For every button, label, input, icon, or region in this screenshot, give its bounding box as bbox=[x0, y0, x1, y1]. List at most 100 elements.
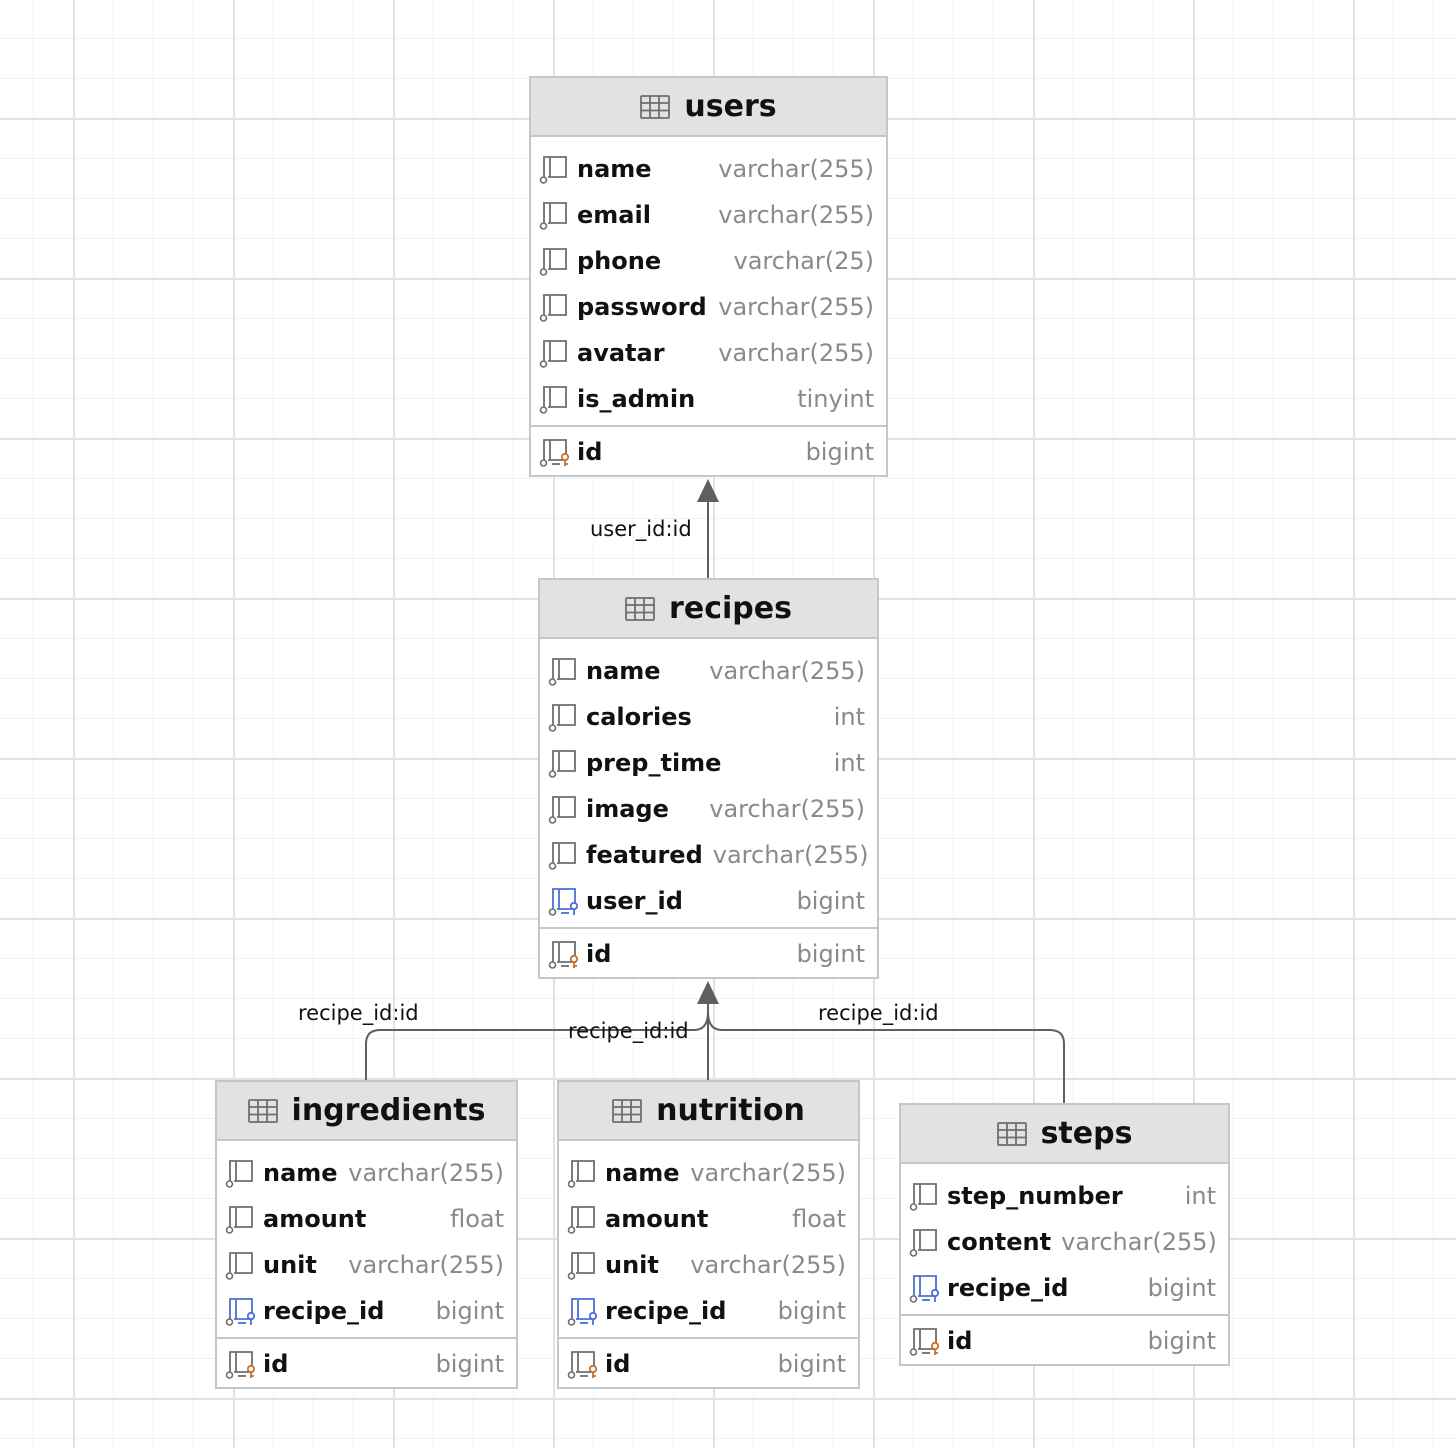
column-type: int bbox=[833, 749, 865, 777]
entity-title: users bbox=[684, 89, 777, 124]
column-icon bbox=[548, 701, 580, 733]
column-icon bbox=[548, 747, 580, 779]
table-icon bbox=[996, 1121, 1027, 1146]
column-type: varchar(255) bbox=[348, 1251, 504, 1279]
column-type: varchar(255) bbox=[690, 1159, 846, 1187]
column-type: float bbox=[450, 1205, 504, 1233]
column-name: calories bbox=[586, 703, 692, 731]
primary-key-icon bbox=[539, 436, 571, 468]
column-name: avatar bbox=[577, 339, 665, 367]
column-type: bigint bbox=[796, 940, 865, 968]
column-type: float bbox=[792, 1205, 846, 1233]
entity-title: recipes bbox=[669, 591, 792, 626]
relationship-label-user-id: user_id:id bbox=[590, 517, 692, 541]
column-name: id bbox=[605, 1350, 631, 1378]
column-type: varchar(255) bbox=[348, 1159, 504, 1187]
column-name: is_admin bbox=[577, 385, 696, 413]
recipes-column-featured[interactable]: featured varchar(255) bbox=[540, 832, 877, 878]
column-icon bbox=[548, 655, 580, 687]
column-icon bbox=[539, 245, 571, 277]
table-icon bbox=[612, 1098, 643, 1123]
column-icon bbox=[225, 1157, 257, 1189]
column-name: recipe_id bbox=[605, 1297, 727, 1325]
entity-header[interactable]: recipes bbox=[540, 580, 877, 639]
column-name: email bbox=[577, 201, 651, 229]
connector-ingredients-recipes[interactable] bbox=[365, 1011, 709, 1080]
entity-title: nutrition bbox=[656, 1093, 805, 1128]
steps-column-recipe-id[interactable]: recipe_id bigint bbox=[901, 1265, 1228, 1311]
column-icon bbox=[567, 1157, 599, 1189]
users-column-avatar[interactable]: avatar varchar(255) bbox=[531, 330, 886, 376]
column-type: bigint bbox=[435, 1350, 504, 1378]
column-name: unit bbox=[605, 1251, 659, 1279]
column-icon bbox=[539, 383, 571, 415]
arrowhead-recipes bbox=[697, 981, 719, 1004]
column-name: name bbox=[586, 657, 661, 685]
ingredients-primary-key-id[interactable]: id bigint bbox=[217, 1341, 516, 1387]
column-name: featured bbox=[586, 841, 703, 869]
column-type: int bbox=[1184, 1182, 1216, 1210]
foreign-key-icon bbox=[548, 885, 580, 917]
entity-header[interactable]: nutrition bbox=[559, 1082, 858, 1141]
column-type: bigint bbox=[805, 438, 874, 466]
column-icon bbox=[539, 337, 571, 369]
column-type: bigint bbox=[1147, 1274, 1216, 1302]
relationship-label-steps: recipe_id:id bbox=[818, 1001, 939, 1025]
column-icon bbox=[909, 1226, 941, 1258]
primary-key-section: id bigint bbox=[217, 1337, 516, 1387]
column-icon bbox=[909, 1180, 941, 1212]
column-name: name bbox=[577, 155, 652, 183]
column-name: image bbox=[586, 795, 669, 823]
column-name: content bbox=[947, 1228, 1052, 1256]
column-name: recipe_id bbox=[947, 1274, 1069, 1302]
table-icon bbox=[625, 596, 655, 621]
entity-title: ingredients bbox=[291, 1093, 486, 1128]
table-icon bbox=[640, 94, 671, 119]
entity-header[interactable]: users bbox=[531, 78, 886, 137]
column-type: varchar(255) bbox=[712, 841, 869, 869]
recipes-column-prep-time[interactable]: prep_time int bbox=[540, 740, 877, 786]
entity-header[interactable]: ingredients bbox=[217, 1082, 516, 1141]
connector-steps-recipes[interactable] bbox=[707, 1011, 1065, 1103]
column-icon bbox=[225, 1203, 257, 1235]
primary-key-icon bbox=[225, 1348, 257, 1380]
column-name: id bbox=[263, 1350, 289, 1378]
column-type: varchar(255) bbox=[718, 339, 874, 367]
entity-header[interactable]: steps bbox=[901, 1105, 1228, 1164]
column-name: prep_time bbox=[586, 749, 722, 777]
